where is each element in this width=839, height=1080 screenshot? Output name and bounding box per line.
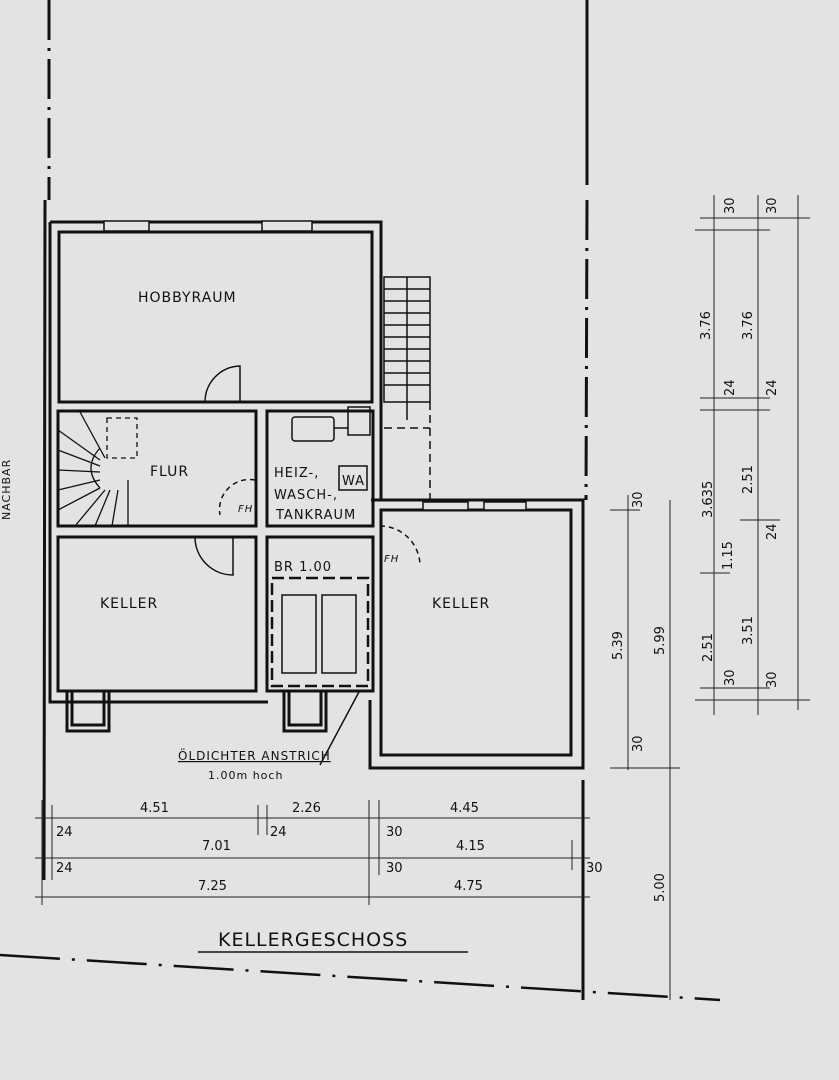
room-label-keller-right: KELLER [432,596,490,612]
dim-r-d-2-51: 2.51 [741,465,756,494]
dim-4-75: 4.75 [454,879,483,894]
dim-30-b: 30 [386,861,403,876]
dim-r-5-00: 5.00 [653,873,668,902]
dim-24-b: 24 [270,825,287,840]
drawing-title: KELLERGESCHOSS [218,929,408,951]
dim-r-d-3-51: 3.51 [741,616,756,645]
dimension-lines-right [610,195,810,1000]
dim-r-d-24b: 24 [765,523,780,540]
room-label-heiz-1: HEIZ-, [274,466,319,481]
dim-r-30-b: 30 [631,735,646,752]
neighbor-label: NACHBAR [0,459,13,520]
room-label-keller-left: KELLER [100,596,158,612]
note-line-1: ÖLDICHTER ANSTRICH [178,747,331,763]
dims-right: 30 5.39 30 5.99 5.00 30 3.76 24 3.635 1.… [611,197,780,902]
dim-r-30-a: 30 [631,491,646,508]
property-boundaries [0,0,721,1002]
doors [194,365,421,576]
dim-24-c: 24 [56,861,73,876]
dim-7-25: 7.25 [198,879,227,894]
dim-r-5-99: 5.99 [653,626,668,655]
dim-r-5-39: 5.39 [611,631,626,660]
note-line-2: 1.00m hoch [208,769,283,782]
dim-7-01: 7.01 [202,839,231,854]
dim-2-26: 2.26 [292,801,321,816]
dim-r-c-3-76: 3.76 [699,311,714,340]
room-label-heiz-2: WASCH-, [274,488,338,503]
fh-mark-1: FH [238,504,253,515]
dim-4-45: 4.45 [450,801,479,816]
dim-r-d-24: 24 [765,379,780,396]
dim-r-c-24: 24 [723,379,738,396]
windows [103,220,527,511]
wa-box [338,465,368,491]
dim-r-c-2-51: 2.51 [701,633,716,662]
room-label-heiz-3: TANKRAUM [275,508,356,523]
dim-r-c-30b: 30 [723,669,738,686]
dim-r-d-30: 30 [765,197,780,214]
dim-r-c-1-15: 1.15 [721,541,736,570]
dim-4-15: 4.15 [456,839,485,854]
interior-stair [57,411,138,527]
room-label-hobbyraum: HOBBYRAUM [138,290,237,306]
dim-r-c-3-635: 3.635 [701,481,716,518]
dimension-lines-bottom [35,800,590,905]
dim-r-d-3-76: 3.76 [741,311,756,340]
equipment [270,406,371,766]
dim-4-51: 4.51 [140,801,169,816]
room-label-flur: FLUR [150,464,189,480]
dim-r-c-30: 30 [723,197,738,214]
dim-24-a: 24 [56,825,73,840]
exterior-stair [383,276,431,500]
dim-r-d-30b: 30 [765,671,780,688]
dim-30-a: 30 [386,825,403,840]
dim-30-c: 30 [586,861,603,876]
br-label: BR 1.00 [274,560,332,575]
fh-mark-2: FH [384,554,399,565]
walls [48,220,585,770]
wa-label: WA [342,474,365,489]
